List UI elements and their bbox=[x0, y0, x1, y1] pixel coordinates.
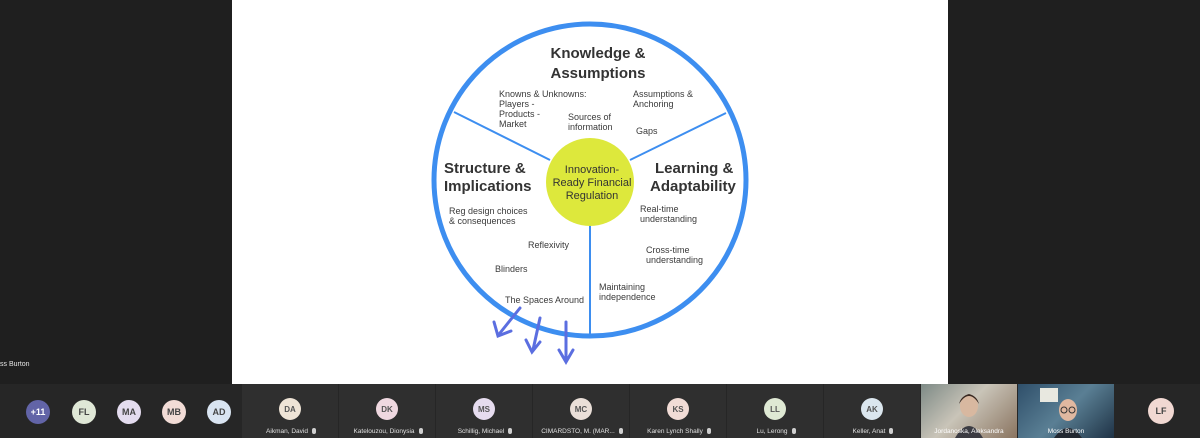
shared-slide: Innovation- Ready Financial Regulation K… bbox=[232, 0, 948, 384]
structure-item-3: Blinders bbox=[495, 264, 528, 274]
participant-tile[interactable]: MS Schillig, Michael bbox=[436, 384, 532, 438]
participant-tile[interactable]: AK Keller, Anat bbox=[824, 384, 920, 438]
learning-item-3b: independence bbox=[599, 292, 656, 302]
participant-tile[interactable]: MC CIMARDSTO, M. (MAR... bbox=[533, 384, 629, 438]
knowledge-item-2b: information bbox=[568, 122, 613, 132]
structure-item-1b: & consequences bbox=[449, 216, 516, 226]
knowledge-item-3b: Anchoring bbox=[633, 99, 674, 109]
video-tile[interactable]: Jordanoska, Aleksandra bbox=[921, 384, 1017, 438]
center-line-1: Innovation- bbox=[565, 164, 620, 176]
participant-avatar[interactable]: FL bbox=[72, 400, 96, 424]
avatar: DA bbox=[279, 398, 301, 420]
mic-icon bbox=[889, 428, 893, 434]
framework-diagram: Innovation- Ready Financial Regulation K… bbox=[232, 0, 948, 384]
speaker-name: ss Burton bbox=[0, 361, 30, 368]
participant-name: Schillig, Michael bbox=[458, 428, 505, 435]
participant-avatar[interactable]: MB bbox=[162, 400, 186, 424]
mic-icon bbox=[508, 428, 512, 434]
mic-icon bbox=[419, 428, 423, 434]
knowledge-item-4: Gaps bbox=[636, 126, 658, 136]
knowledge-item-1a: Knowns & Unknowns: bbox=[499, 89, 587, 99]
participant-name: Lu, Lerong bbox=[756, 428, 787, 435]
right-video-panel bbox=[948, 0, 1200, 384]
participant-name: Moss Burton bbox=[1022, 428, 1110, 435]
learning-item-2a: Cross-time bbox=[646, 245, 690, 255]
participant-name: Katelouzou, Dionysia bbox=[353, 428, 414, 435]
participant-avatar[interactable]: MA bbox=[117, 400, 141, 424]
avatar: LL bbox=[764, 398, 786, 420]
learning-item-1a: Real-time bbox=[640, 204, 679, 214]
mic-icon bbox=[707, 428, 711, 434]
learning-title-2: Adaptability bbox=[650, 178, 736, 195]
center-line-3: Regulation bbox=[566, 190, 619, 202]
knowledge-title-2: Assumptions bbox=[550, 65, 645, 82]
knowledge-item-3a: Assumptions & bbox=[633, 89, 693, 99]
center-line-2: Ready Financial bbox=[553, 177, 632, 189]
structure-item-2: Reflexivity bbox=[528, 240, 570, 250]
structure-title-2: Implications bbox=[444, 178, 532, 195]
knowledge-item-1c: Products - bbox=[499, 109, 540, 119]
learning-title-1: Learning & bbox=[655, 160, 734, 177]
participant-avatar[interactable]: LF bbox=[1148, 398, 1174, 424]
knowledge-item-1b: Players - bbox=[499, 99, 535, 109]
participant-strip: +11 FL MA MB AD DA Aikman, David DK Kate… bbox=[0, 384, 1200, 438]
learning-item-2b: understanding bbox=[646, 255, 703, 265]
learning-item-1b: understanding bbox=[640, 214, 697, 224]
left-video-panel: ss Burton bbox=[0, 0, 232, 384]
knowledge-item-2a: Sources of bbox=[568, 112, 612, 122]
participant-name: CIMARDSTO, M. (MAR... bbox=[541, 428, 615, 435]
knowledge-title-1: Knowledge & bbox=[550, 45, 645, 62]
participant-tile[interactable]: DK Katelouzou, Dionysia bbox=[339, 384, 435, 438]
participant-tile[interactable]: DA Aikman, David bbox=[242, 384, 338, 438]
avatar: MC bbox=[570, 398, 592, 420]
more-participants-button[interactable]: +11 bbox=[26, 400, 50, 424]
structure-title-1: Structure & bbox=[444, 160, 526, 177]
participant-name: Karen Lynch Shally bbox=[647, 428, 703, 435]
mic-icon bbox=[792, 428, 796, 434]
participant-tile[interactable]: LL Lu, Lerong bbox=[727, 384, 823, 438]
avatar: AK bbox=[861, 398, 883, 420]
avatar: MS bbox=[473, 398, 495, 420]
participant-name: Aikman, David bbox=[266, 428, 308, 435]
structure-item-4: The Spaces Around bbox=[505, 295, 584, 305]
participant-name: Jordanoska, Aleksandra bbox=[925, 428, 1013, 435]
video-tile[interactable]: Moss Burton bbox=[1018, 384, 1114, 438]
avatar: DK bbox=[376, 398, 398, 420]
participant-avatar[interactable]: AD bbox=[207, 400, 231, 424]
participant-name: Keller, Anat bbox=[853, 428, 886, 435]
learning-item-3a: Maintaining bbox=[599, 282, 645, 292]
knowledge-item-1d: Market bbox=[499, 119, 527, 129]
mic-icon bbox=[619, 428, 623, 434]
mic-icon bbox=[312, 428, 316, 434]
participant-tile[interactable]: KS Karen Lynch Shally bbox=[630, 384, 726, 438]
structure-item-1a: Reg design choices bbox=[449, 206, 528, 216]
avatar: KS bbox=[667, 398, 689, 420]
